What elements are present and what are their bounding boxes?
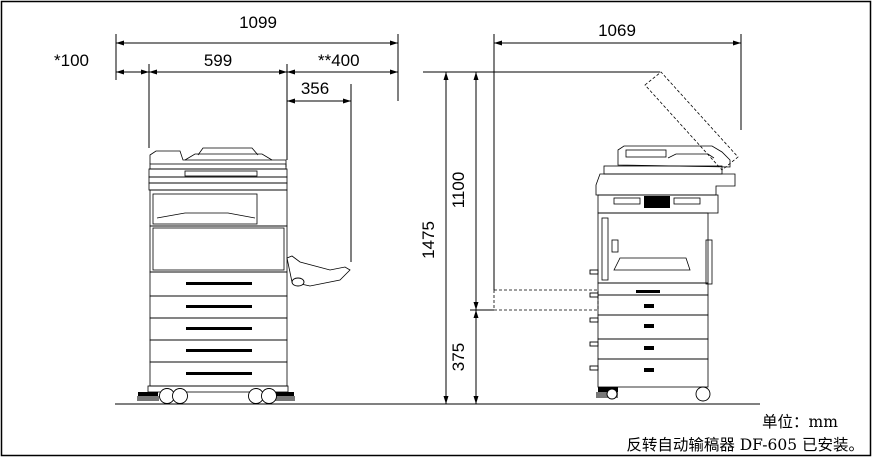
total-height-label: 1475 (419, 221, 438, 259)
total-width-label: 1099 (239, 13, 277, 32)
left-clearance-label: *100 (54, 51, 89, 70)
tray-extension-label: 356 (301, 79, 329, 98)
front-dimension-lines (115, 34, 399, 262)
right-clearance-label: **400 (318, 51, 360, 70)
upper-height-label: 1100 (449, 172, 468, 209)
desk-height-label: 375 (449, 343, 468, 371)
copier-side-view (493, 71, 739, 402)
body-width-label: 599 (204, 51, 232, 70)
side-depth-label: 1069 (598, 21, 636, 40)
copier-front-view (137, 147, 351, 404)
side-dimension-lines (423, 34, 742, 404)
installed-note: 反转自动输稿器 DF-605 已安装。 (626, 436, 864, 454)
unit-note: 单位：mm (762, 413, 838, 431)
